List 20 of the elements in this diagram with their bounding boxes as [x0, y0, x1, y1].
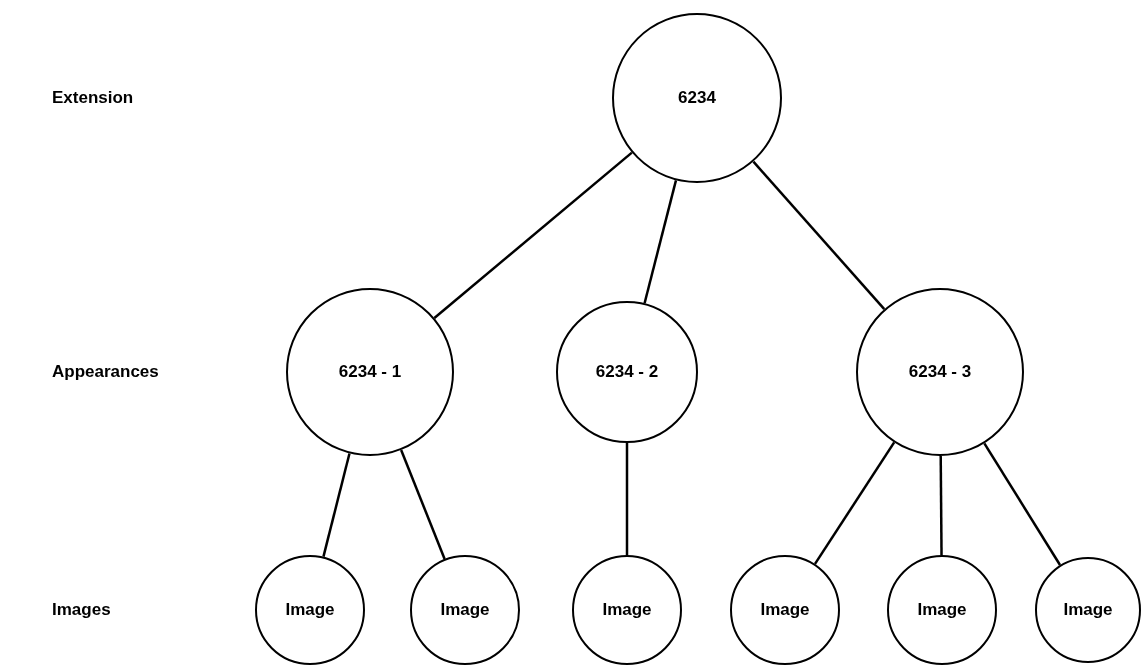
connector-line: [983, 442, 1062, 566]
node-label: 6234 - 1: [338, 361, 402, 384]
node-label: Image: [440, 599, 490, 622]
connector-line: [433, 151, 633, 319]
node-label: Image: [760, 599, 810, 622]
node-label: 6234 - 2: [595, 361, 659, 384]
level-label: Extension: [52, 87, 134, 110]
connector-line: [625, 443, 629, 555]
connector-line: [752, 160, 886, 310]
node-label: Image: [917, 599, 967, 622]
connector-line: [939, 456, 943, 555]
connector-line: [399, 449, 446, 560]
connector-line: [813, 441, 896, 565]
node-label: Image: [602, 599, 652, 622]
level-label: Images: [52, 599, 111, 622]
node-label: Image: [1063, 599, 1113, 622]
level-label: Appearances: [52, 361, 159, 384]
node-label: 6234 - 3: [908, 361, 972, 384]
node-label: 6234: [678, 87, 716, 110]
node-label: Image: [285, 599, 335, 622]
